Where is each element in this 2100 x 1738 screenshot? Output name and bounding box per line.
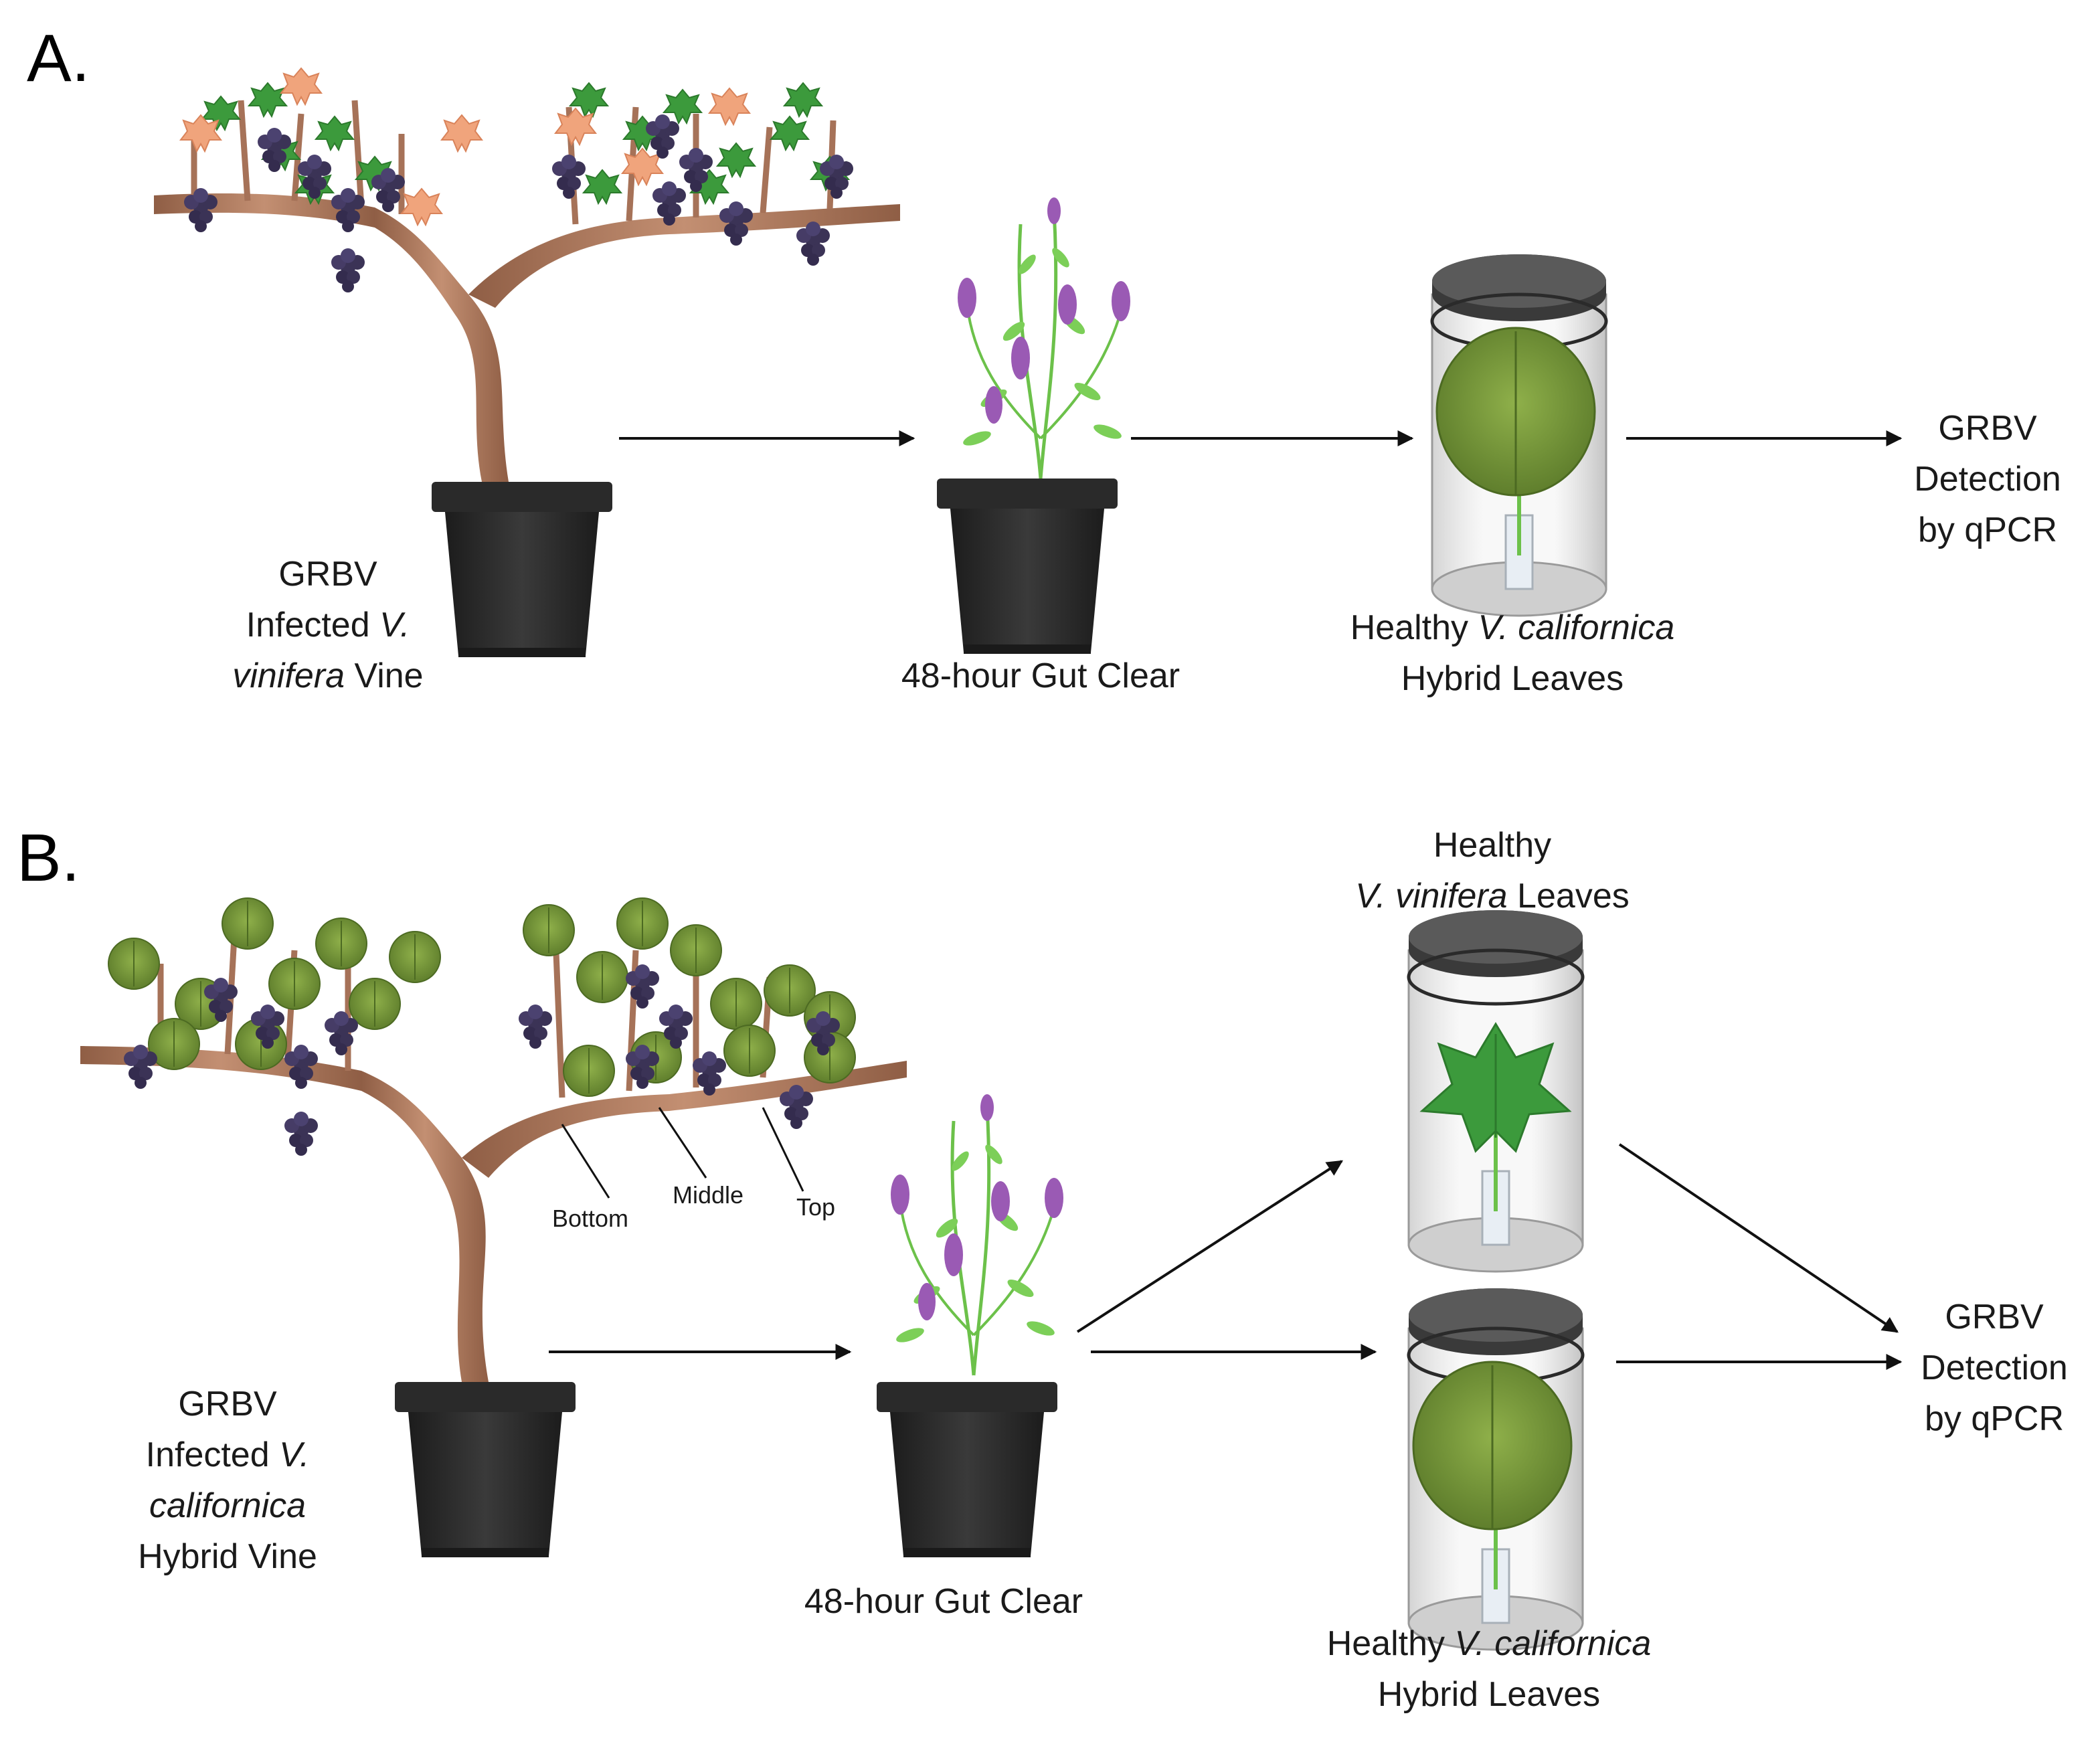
panel-b	[80, 897, 1903, 1650]
label-line: GRBV	[1938, 409, 2037, 448]
panel-a-detection-label: GRBV Detection by qPCR	[1897, 403, 2078, 555]
middle-callout-line	[658, 1107, 707, 1179]
label-line: Hybrid Vine	[138, 1537, 317, 1576]
label-line: V.	[279, 1436, 310, 1474]
label-line: Healthy	[1433, 826, 1552, 865]
label-line: Healthy	[1326, 1624, 1455, 1663]
alfalfa-plant-icon	[891, 1094, 1063, 1375]
label-line: Detection	[1921, 1349, 2068, 1387]
panel-b-target-bottom-label: Healthy V. californica Hybrid Leaves	[1282, 1618, 1696, 1720]
label-line: Infected	[246, 606, 380, 644]
arrow-b2	[1076, 1160, 1344, 1333]
label-line: by qPCR	[1917, 511, 2058, 549]
arrow-b4	[1618, 1143, 1899, 1333]
label-line: vinifera	[232, 657, 345, 695]
label-line: V. californica	[1478, 608, 1675, 647]
top-position-label: Top	[796, 1193, 836, 1221]
label-line: V. californica	[1454, 1624, 1652, 1663]
pot-icon	[395, 1382, 576, 1557]
californica-leaf-icon	[1412, 1361, 1573, 1531]
infected-californica-vine-icon	[80, 897, 907, 1382]
label-line: Hybrid Leaves	[1401, 659, 1624, 698]
panel-b-letter: B.	[17, 820, 80, 895]
label-line: by qPCR	[1924, 1399, 2065, 1438]
label-line: californica	[149, 1486, 307, 1525]
label-line: Vine	[345, 657, 424, 695]
label-line: Healthy	[1350, 608, 1478, 647]
vinifera-leaf-icon	[1419, 1022, 1572, 1153]
top-callout-line	[762, 1107, 804, 1192]
infected-vinifera-vine-icon	[154, 68, 900, 482]
panel-b-detection-label: GRBV Detection by qPCR	[1904, 1292, 2085, 1444]
label-line: GRBV	[1945, 1298, 2044, 1336]
pot-icon	[937, 479, 1118, 654]
panel-b-gut-clear-label: 48-hour Gut Clear	[804, 1582, 1083, 1621]
label-line: Hybrid Leaves	[1377, 1675, 1601, 1714]
label-line: V. vinifera	[1355, 877, 1508, 916]
bottom-callout-line	[561, 1124, 610, 1199]
label-line: GRBV	[178, 1385, 277, 1423]
label-line: V.	[379, 606, 410, 644]
middle-position-label: Middle	[673, 1181, 744, 1209]
alfalfa-plant-icon	[958, 197, 1130, 479]
label-line: GRBV	[278, 555, 377, 594]
label-line: Detection	[1914, 460, 2061, 499]
label-line: Infected	[145, 1436, 280, 1474]
label-line: Leaves	[1507, 877, 1630, 916]
panel-a-letter: A.	[27, 21, 90, 96]
panel-a-source-label: GRBV Infected V. vinifera Vine	[201, 549, 455, 701]
panel-b-target-top-label: Healthy V. vinifera Leaves	[1298, 820, 1686, 922]
panel-a-gut-clear-label: 48-hour Gut Clear	[901, 657, 1180, 695]
pot-icon	[432, 482, 612, 657]
panel-b-source-label: GRBV Infected V. californica Hybrid Vine	[107, 1379, 348, 1582]
panel-a	[154, 68, 1903, 657]
panel-a-target-label: Healthy V. californica Hybrid Leaves	[1305, 602, 1720, 704]
californica-leaf-icon	[1435, 327, 1596, 497]
bottom-position-label: Bottom	[552, 1205, 629, 1232]
pot-icon	[877, 1382, 1057, 1557]
